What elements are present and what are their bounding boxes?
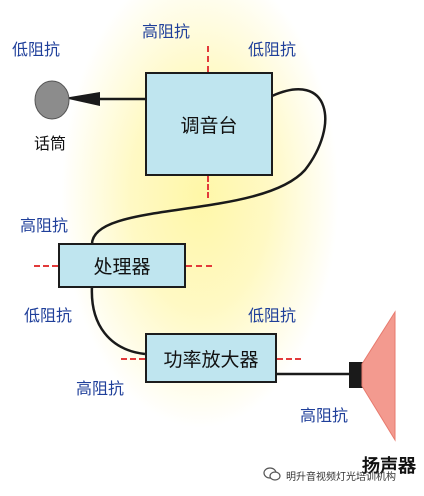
mixer-divider-top (207, 46, 209, 72)
mixer-label: 调音台 (180, 114, 238, 137)
mixer-divider-bottom (207, 176, 209, 198)
amplifier-label: 功率放大器 (163, 348, 259, 371)
impedance-high-speaker: 高阻抗 (300, 406, 349, 425)
impedance-low-amp-top: 低阻抗 (248, 306, 297, 325)
impedance-high-amp-in: 高阻抗 (76, 379, 125, 398)
wire-processor-amplifier (90, 285, 146, 356)
amplifier-divider-left (121, 358, 145, 360)
speaker-icon (349, 310, 396, 442)
impedance-high-processor-in: 高阻抗 (20, 216, 69, 235)
processor-divider-right (186, 265, 212, 267)
processor-box: 处理器 (58, 243, 186, 288)
wechat-icon (263, 467, 281, 481)
impedance-low-processor-out: 低阻抗 (24, 306, 73, 325)
watermark-text: 明升音视频灯光培训机构 (286, 472, 396, 483)
mixer-box: 调音台 (145, 72, 273, 176)
impedance-low-mixer-out: 低阻抗 (248, 40, 297, 59)
impedance-high-mixer-in: 高阻抗 (142, 22, 191, 41)
microphone-label: 话筒 (34, 134, 67, 153)
wire-mixer-processor (90, 88, 327, 246)
impedance-low-mic: 低阻抗 (12, 40, 61, 59)
amplifier-divider-right (277, 358, 301, 360)
speaker-label: 扬声器 (362, 456, 416, 477)
processor-divider-left (34, 265, 58, 267)
microphone-icon (34, 80, 100, 120)
amplifier-box: 功率放大器 (145, 333, 277, 383)
processor-label: 处理器 (93, 256, 151, 278)
